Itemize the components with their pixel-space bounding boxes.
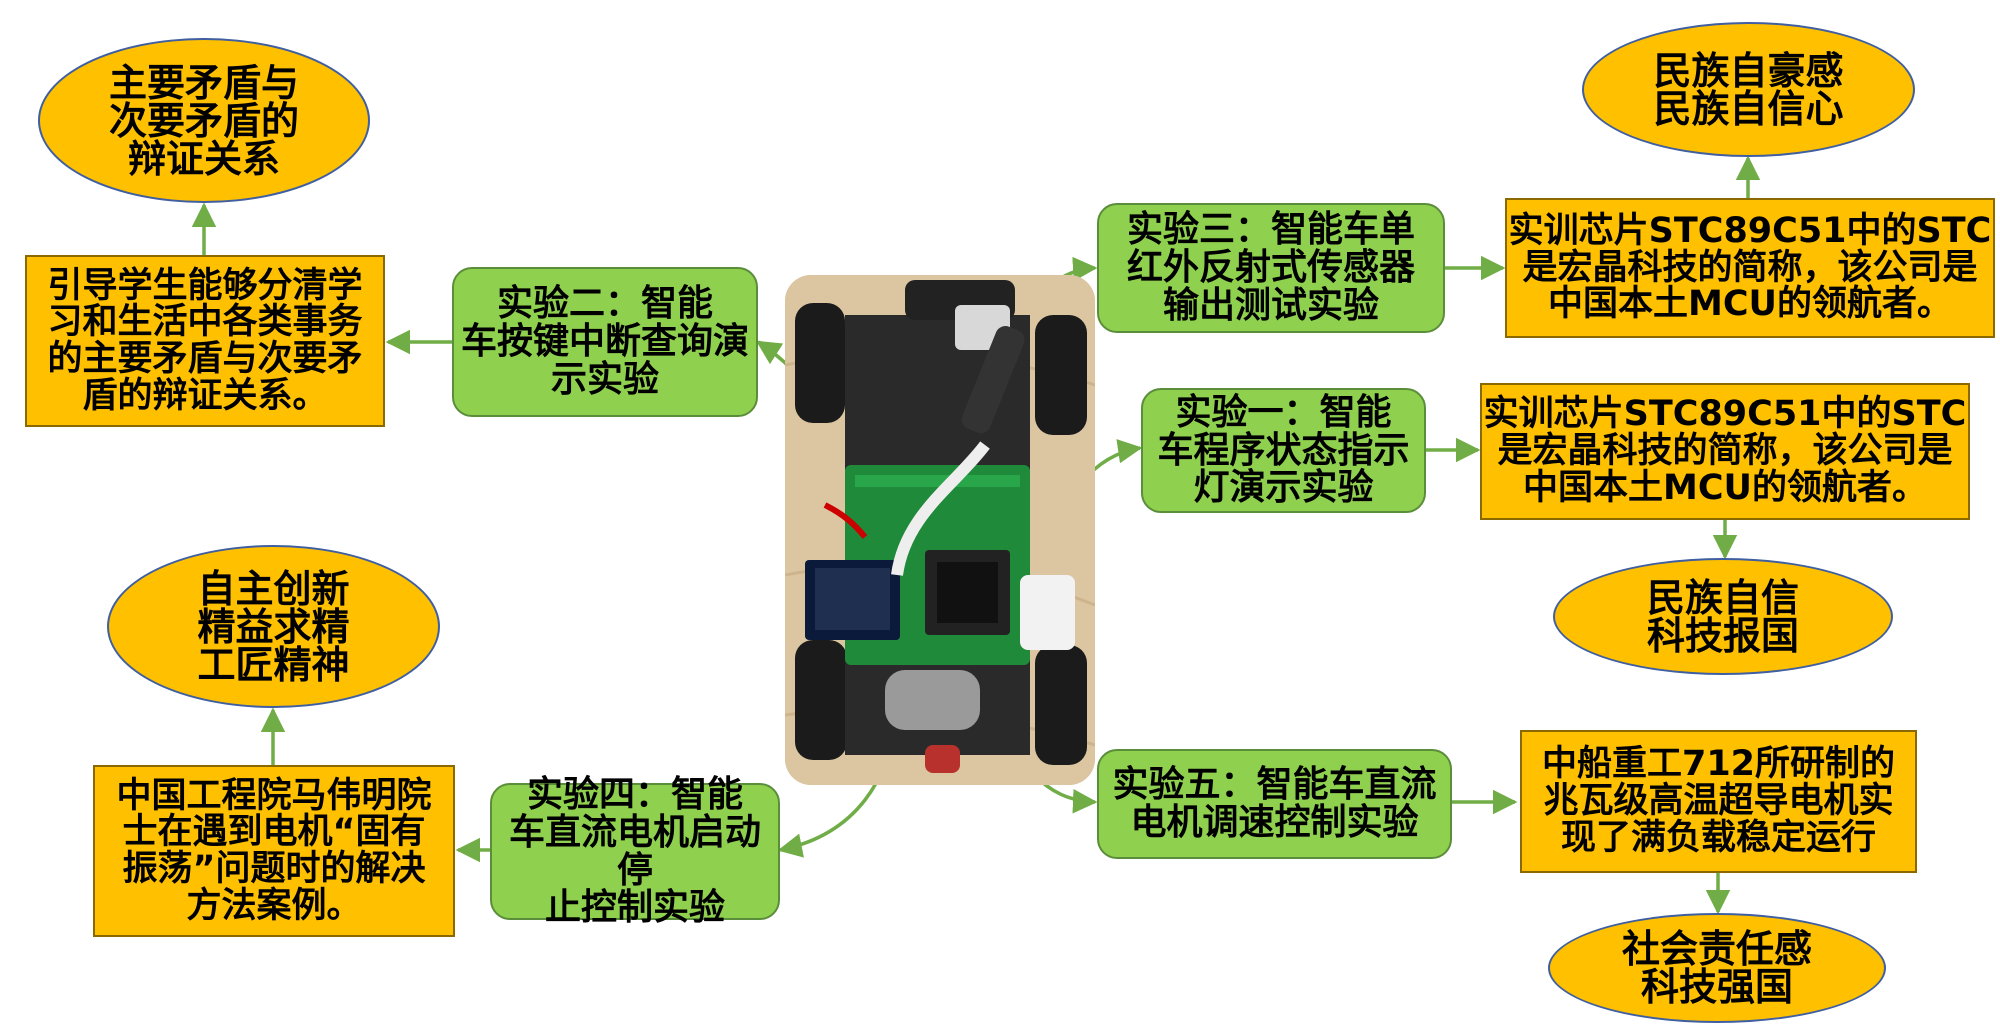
value-ellipse-mid-right: 民族自信 科技报国 <box>1553 558 1893 675</box>
experiment-2-box: 实验二：智能 车按键中断查询演 示实验 <box>452 267 758 417</box>
case-box-mid-right: 实训芯片STC89C51中的STC 是宏晶科技的简称，该公司是 中国本土MCU的… <box>1480 383 1970 520</box>
experiment-1-box: 实验一：智能 车程序状态指示 灯演示实验 <box>1141 388 1426 513</box>
smart-car-illustration <box>785 275 1095 785</box>
smart-car-photo <box>785 275 1095 785</box>
experiment-4-box: 实验四：智能 车直流电机启动停 止控制实验 <box>490 776 780 927</box>
case-box-bottom-right: 中船重工712所研制的 兆瓦级高温超导电机实 现了满负载稳定运行 <box>1520 730 1917 873</box>
experiment-3-box: 实验三：智能车单 红外反射式传感器 输出测试实验 <box>1097 203 1445 333</box>
value-ellipse-top-right: 民族自豪感 民族自信心 <box>1582 22 1915 157</box>
value-ellipse-bottom-left: 自主创新 精益求精 工匠精神 <box>107 545 440 708</box>
case-box-top-left: 引导学生能够分清学 习和生活中各类事务 的主要矛盾与次要矛 盾的辩证关系。 <box>25 255 385 427</box>
case-box-bottom-left: 中国工程院马伟明院 士在遇到电机“固有 振荡”问题时的解决 方法案例。 <box>93 765 455 937</box>
value-ellipse-bottom-right: 社会责任感 科技强国 <box>1548 913 1886 1023</box>
case-box-top-right: 实训芯片STC89C51中的STC 是宏晶科技的简称，该公司是 中国本土MCU的… <box>1505 198 1995 338</box>
experiment-5-box: 实验五：智能车直流 电机调速控制实验 <box>1097 749 1452 859</box>
value-ellipse-top-left: 主要矛盾与 次要矛盾的 辩证关系 <box>38 38 370 203</box>
